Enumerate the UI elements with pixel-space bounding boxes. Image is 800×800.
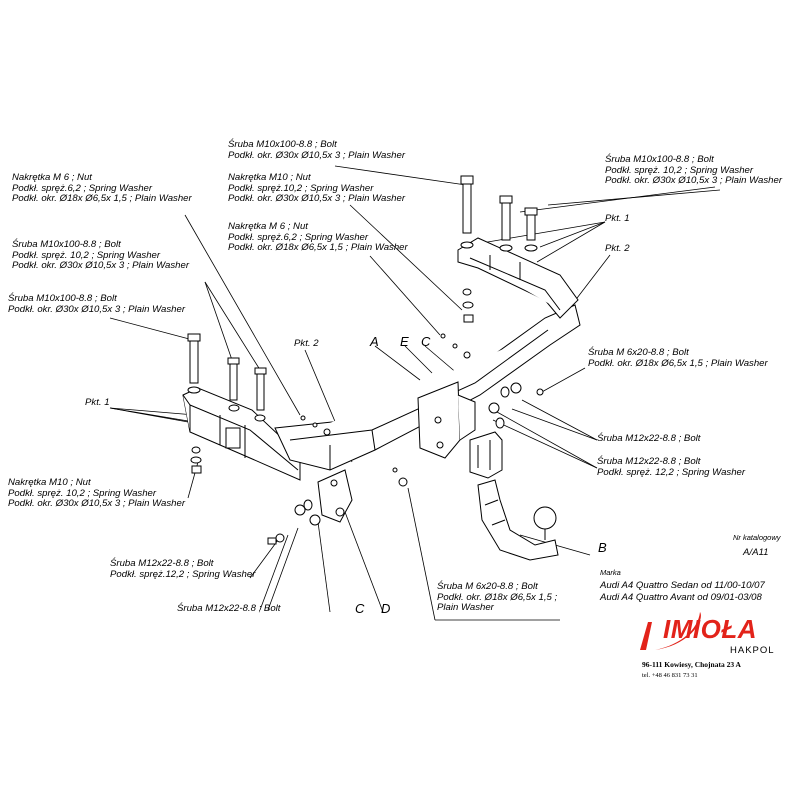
label-line: Podkł. okr. Ø18x Ø6,5x 1,5 ; Plain Washe… bbox=[228, 242, 408, 254]
label-line: Nakrętka M 6 ; Nut bbox=[228, 221, 308, 232]
label-line: Śruba M10x100-8.8 ; Bolt bbox=[12, 239, 121, 250]
catalog-label: Nr katalogowy bbox=[733, 533, 781, 542]
label-line: Podkł. okr. Ø30x Ø10,5x 3 ; Plain Washer bbox=[605, 175, 783, 187]
label-line: Podkł. okr. Ø30x Ø10,5x 3 ; Plain Washer bbox=[228, 193, 406, 205]
part-letter-e: E bbox=[400, 334, 409, 349]
washers-nuts bbox=[187, 241, 544, 545]
label-bolt-m12-right: Śruba M12x22-8.8 ; Bolt bbox=[597, 433, 701, 445]
socket-bracket bbox=[469, 431, 503, 479]
label-bolt-m12-spring-right: Śruba M12x22-8.8 ; Bolt Podkł. spręż. 12… bbox=[597, 456, 746, 478]
label-line: Śruba M10x100-8.8 ; Bolt bbox=[228, 139, 337, 150]
part-letter-b: B bbox=[598, 540, 607, 555]
label-line: Podkł. spręż.6,2 ; Spring Washer bbox=[228, 231, 369, 243]
label-bolt-m10-left: Śruba M10x100-8.8 ; Bolt Podkł. spręż. 1… bbox=[12, 239, 190, 272]
part-letter-c-top: C bbox=[421, 334, 431, 349]
label-bolt-m12-spring-left: Śruba M12x22-8.8 ; Bolt Podkł. spręż.12,… bbox=[110, 558, 256, 580]
label-line: Podkł. okr. Ø30x Ø10,5x 3 ; Plain Washer bbox=[8, 303, 186, 315]
company-phone: tel. +48 46 831 73 31 bbox=[642, 672, 698, 679]
label-bolt-m12-left: Śruba M12x22-8.8 ; Bolt bbox=[177, 603, 281, 615]
label-bolt-m10-left-lower: Śruba M10x100-8.8 ; Bolt Podkł. okr. Ø30… bbox=[8, 293, 186, 315]
label-bolt-m6-bottom: Śruba M 6x20-8.8 ; Bolt Podkł. okr. Ø18x… bbox=[437, 581, 558, 614]
label-line: Podkł. spręż.6,2 ; Spring Washer bbox=[12, 182, 153, 194]
label-line: Podkł. spręż. 10,2 ; Spring Washer bbox=[605, 164, 754, 176]
label-line: Podkł. okr. Ø30x Ø10,5x 3 ; Plain Washer bbox=[12, 260, 190, 272]
company-logo: IMIOŁA bbox=[663, 614, 757, 644]
part-letter-a: A bbox=[370, 334, 379, 349]
label-nut-m6-left: Nakrętka M 6 ; Nut Podkł. spręż.6,2 ; Sp… bbox=[12, 172, 192, 205]
right-side-bracket bbox=[457, 237, 579, 319]
tow-ball-neck bbox=[477, 479, 559, 561]
company-subbrand: HAKPOL bbox=[730, 645, 775, 656]
label-nut-m6-top: Nakrętka M 6 ; Nut Podkł. spręż.6,2 ; Sp… bbox=[228, 221, 408, 254]
logo-graphic bbox=[640, 612, 701, 650]
label-line: Śruba M 6x20-8.8 ; Bolt bbox=[437, 581, 538, 592]
pkt-2-left: Pkt. 2 bbox=[294, 338, 319, 349]
company-address: 96-111 Kowiesy, Chojnata 23 A bbox=[642, 660, 741, 669]
model-line: Audi A4 Quattro Avant od 09/01-03/08 bbox=[600, 592, 762, 603]
part-letter-c-bottom: C bbox=[355, 601, 365, 616]
label-bolt-m6-right: Śruba M 6x20-8.8 ; Bolt Podkł. okr. Ø18x… bbox=[588, 347, 768, 369]
label-line: Śruba M12x22-8.8 ; Bolt bbox=[597, 456, 701, 467]
model-line: Audi A4 Quattro Sedan od 11/00-10/07 bbox=[600, 580, 765, 591]
label-line: Podkł. okr. Ø30x Ø10,5x 3 ; Plain Washer bbox=[228, 149, 406, 161]
label-line: Podkł. okr. Ø18x Ø6,5x 1,5 ; Plain Washe… bbox=[12, 193, 192, 205]
label-line: Śruba M12x22-8.8 ; Bolt bbox=[597, 433, 701, 444]
label-line: Podkł. spręż. 12,2 ; Spring Washer bbox=[597, 466, 746, 478]
label-line: Podkł. okr. Ø18x Ø6,5x 1,5 ; Plain Washe… bbox=[588, 357, 768, 369]
label-line: Śruba M 6x20-8.8 ; Bolt bbox=[588, 347, 689, 358]
label-line: Nakrętka M 6 ; Nut bbox=[12, 172, 92, 183]
label-nut-m10-left: Nakrętka M10 ; Nut Podkł. spręż. 10,2 ; … bbox=[8, 477, 186, 510]
label-line: Nakrętka M10 ; Nut bbox=[228, 172, 311, 183]
catalog-number: A/A11 bbox=[743, 547, 769, 558]
label-line: Podkł. spręż.12,2 ; Spring Washer bbox=[110, 568, 256, 580]
part-letter-d: D bbox=[381, 601, 391, 616]
label-line: Podkł. spręż. 10,2 ; Spring Washer bbox=[12, 249, 161, 261]
label-line: Plain Washer bbox=[437, 602, 494, 614]
label-line: Nakrętka M10 ; Nut bbox=[8, 477, 91, 488]
pkt-2-right: Pkt. 2 bbox=[605, 243, 630, 254]
label-line: Śruba M12x22-8.8 ; Bolt bbox=[177, 603, 281, 614]
label-line: Podkł. okr. Ø18x Ø6,5x 1,5 ; bbox=[437, 591, 558, 603]
label-line: Podkł. spręż.10,2 ; Spring Washer bbox=[228, 182, 374, 194]
label-line: Podkł. okr. Ø30x Ø10,5x 3 ; Plain Washer bbox=[8, 498, 186, 510]
left-mount-plate bbox=[317, 469, 353, 523]
left-side-bracket bbox=[182, 387, 301, 481]
label-line: Śruba M10x100-8.8 ; Bolt bbox=[8, 293, 117, 304]
pkt-1-left: Pkt. 1 bbox=[85, 397, 110, 408]
label-nut-m10-top: Nakrętka M10 ; Nut Podkł. spręż.10,2 ; S… bbox=[228, 172, 406, 205]
label-bolt-m10-top: Śruba M10x100-8.8 ; Bolt Podkł. okr. Ø30… bbox=[228, 139, 406, 161]
label-line: Śruba M12x22-8.8 ; Bolt bbox=[110, 558, 214, 569]
label-line: Śruba M10x100-8.8 ; Bolt bbox=[605, 154, 714, 165]
label-line: Podkł. spręż. 10,2 ; Spring Washer bbox=[8, 487, 157, 499]
center-mount-plate bbox=[417, 381, 476, 459]
bolts bbox=[187, 175, 538, 411]
marka-label: Marka bbox=[600, 568, 621, 577]
pkt-1-right: Pkt. 1 bbox=[605, 213, 630, 224]
label-bolt-m10-right: Śruba M10x100-8.8 ; Bolt Podkł. spręż. 1… bbox=[605, 154, 783, 187]
